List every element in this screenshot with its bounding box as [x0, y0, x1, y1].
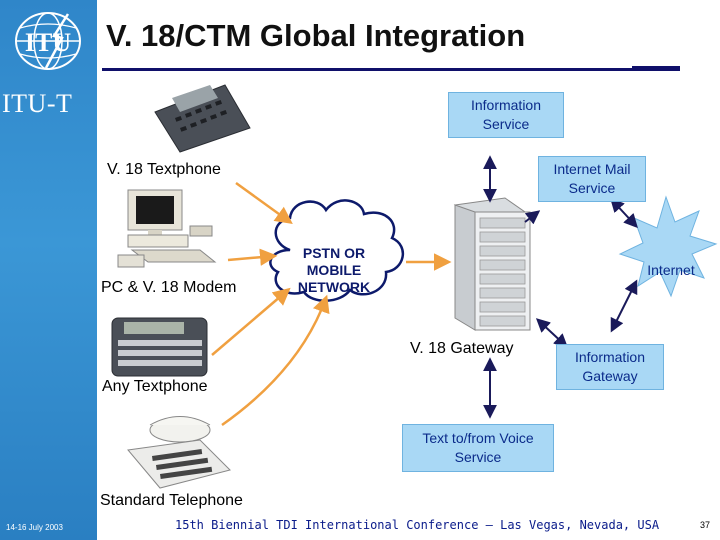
page-title: V. 18/CTM Global Integration [106, 18, 526, 53]
arrow-internet-info-gateway [610, 279, 638, 333]
internet-label: Internet [647, 262, 695, 278]
page-number: 37 [700, 520, 711, 530]
footer-date: 14-16 July 2003 [6, 523, 63, 532]
footer-conference: 15th Biennial TDI International Conferen… [175, 518, 660, 532]
title-divider-accent [632, 66, 680, 71]
internet-mail-service-box: Internet Mail Service [538, 156, 646, 202]
information-gateway-label: Information Gateway [574, 349, 646, 384]
sidebar: ITU ITU-T 14-16 July 2003 [0, 0, 97, 540]
itu-logo: ITU [15, 12, 81, 70]
information-service-box: Information Service [448, 92, 564, 138]
text-voice-service-label: Text to/from Voice Service [422, 430, 534, 465]
arrow-telephone-to-network [221, 294, 330, 427]
title-divider [102, 68, 680, 71]
arrow-textphone-to-network [235, 181, 293, 225]
information-gateway-box: Information Gateway [556, 344, 664, 390]
logo-wordmark: ITU [25, 28, 71, 57]
any-textphone-device-icon [111, 317, 208, 377]
standard-telephone-label: Standard Telephone [100, 492, 243, 509]
information-service-label: Information Service [470, 97, 542, 132]
internet-mail-service-label: Internet Mail Service [553, 161, 631, 196]
network-label: PSTN OR MOBILE NETWORK [297, 245, 371, 295]
standard-telephone-device-icon [127, 416, 231, 489]
v18-textphone-device-icon [154, 84, 251, 153]
org-label: ITU-T [2, 89, 73, 118]
arrow-gateway-info-gateway [535, 318, 569, 348]
arrow-gateway-mail [524, 210, 541, 225]
v18-gateway-label: V. 18 Gateway [410, 340, 514, 357]
pc-modem-device-icon [117, 189, 217, 268]
any-textphone-label: Any Textphone [102, 378, 208, 395]
internet-starburst [618, 195, 718, 298]
arrow-pc-to-network [227, 248, 278, 266]
text-voice-service-box: Text to/from Voice Service [402, 424, 554, 472]
v18-gateway-server-icon [453, 197, 531, 331]
pc-modem-label: PC & V. 18 Modem [101, 279, 237, 296]
arrow-any-textphone-to-network [211, 287, 291, 356]
v18-textphone-label: V. 18 Textphone [107, 161, 221, 178]
arrow-mail-internet [610, 197, 638, 229]
